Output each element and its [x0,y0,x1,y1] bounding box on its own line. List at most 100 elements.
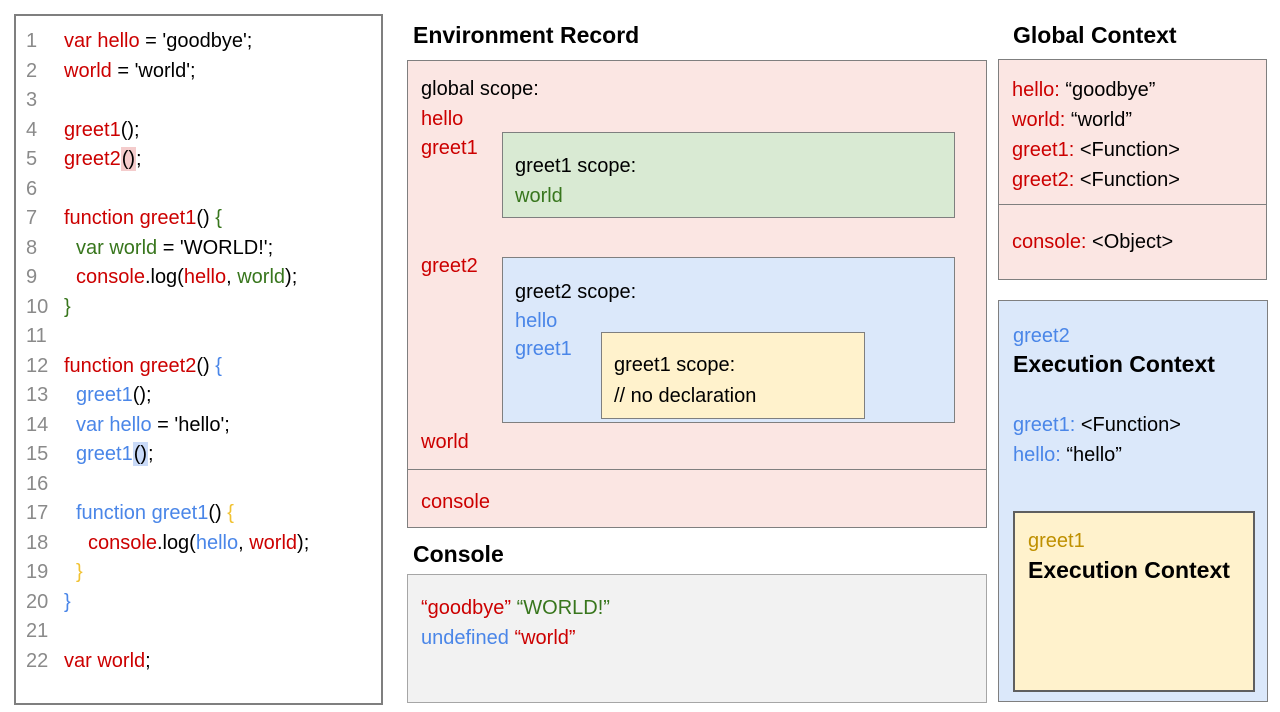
binding-value: <Object> [1086,230,1174,253]
text-segment: .log( [144,266,184,288]
binding-key: greet1: [1013,414,1076,436]
code-text: var hello = 'goodbye'; [64,27,252,57]
binding-key: hello: [1012,79,1060,101]
line-number: 1 [26,30,38,52]
line-number: 17 [26,502,49,524]
text-segment: = 'hello'; [151,413,230,436]
text-segment: undefined [421,627,509,649]
text-segment: ); [297,531,310,554]
global-context-builtins: console: <Object> [999,205,1266,257]
code-line: 21 [16,617,381,647]
greet2-execution-context-box: greet2 Execution Context greet1: <Functi… [998,300,1268,702]
greet2-ec-heading: Execution Context [1013,351,1215,377]
text-segment: console [76,266,145,288]
code-line: 10} [16,293,381,323]
text-segment: , [238,531,250,554]
binding-row: world: “world” [1012,105,1266,135]
code-text: function greet1() { [64,204,222,234]
console-line-2: undefined “world” [421,623,986,653]
global-var-greet1: greet1 [421,137,478,159]
code-text: world = 'world'; [64,57,196,87]
line-number: 3 [26,89,38,111]
line-number: 15 [26,443,49,465]
scope-var: world [515,185,563,207]
binding-value: <Function> [1074,139,1180,161]
text-segment: (); [132,384,152,406]
text-segment: { [215,354,222,377]
console-output-box: “goodbye” “WORLD!” undefined “world” [407,574,987,703]
scope-var: hello [515,309,558,332]
global-var-console: console [421,491,490,513]
text-segment: greet2 [64,148,121,170]
code-text: } [64,293,71,323]
inner-greet1-scope-box: greet1 scope: // no declaration [601,332,865,419]
text-segment: ; [136,148,142,170]
global-var-greet2: greet2 [421,255,478,277]
global-var-hello: hello [421,108,464,130]
console-title: Console [413,541,504,567]
binding-key: console: [1012,230,1087,253]
line-number: 22 [26,649,49,672]
text-segment: .log( [156,531,196,554]
code-text: greet1(); [64,440,154,470]
global-context-vars: hello: “goodbye”world: “world” greet1: <F… [999,60,1266,205]
binding-key: greet2: [1012,169,1075,191]
environment-record-box: global scope: hello greet1 greet2 world … [407,60,987,528]
environment-record-title: Environment Record [413,22,640,48]
text-segment: = 'world'; [111,59,196,82]
line-number: 19 [26,561,49,583]
greet1-ec-name: greet1 [1028,530,1085,552]
text-segment: ; [145,649,151,672]
line-number: 11 [26,325,47,347]
code-line: 11 [16,322,381,352]
text-segment: greet1 [64,118,121,141]
binding-row: hello: “goodbye” [1012,75,1266,105]
binding-row: greet1: <Function> [1013,410,1267,440]
line-number: 5 [26,148,38,170]
binding-key: hello: [1013,444,1061,466]
code-text: } [64,588,71,618]
code-text: } [64,558,83,588]
code-text: console.log(hello, world); [64,529,309,559]
greet1-scope-box: greet1 scope: world [502,132,955,218]
inner-greet1-scope-label: greet1 scope: [614,354,736,376]
text-segment: world [249,531,298,554]
text-segment: ); [285,266,298,288]
greet2-ec-name: greet2 [1013,325,1070,347]
binding-value: <Function> [1075,414,1181,436]
line-number: 10 [26,295,49,318]
line-number: 8 [26,236,38,259]
text-segment: “goodbye” [421,597,512,619]
line-number: 20 [26,590,49,613]
code-line: 1 var hello = 'goodbye'; [16,27,381,57]
global-context-title: Global Context [1013,22,1177,48]
text-segment: } [76,561,83,583]
greet1-execution-context-box: greet1 Execution Context [1013,511,1255,692]
code-text: console.log(hello, world); [64,263,297,293]
binding-key: greet1: [1012,139,1075,161]
global-var-world: world [421,431,469,453]
text-segment: function greet1 [76,502,209,524]
text-segment: hello [195,531,239,554]
text-segment: (); [120,118,140,141]
greet1-scope-label: greet1 scope: [515,155,637,177]
text-segment: , [226,266,238,288]
text-segment: world [64,59,112,82]
text-segment: = 'WORLD!'; [157,236,274,259]
code-text: var world = 'WORLD!'; [64,234,273,264]
code-line: 6 [16,175,381,205]
line-number: 21 [26,620,49,642]
code-line: 15 greet1(); [16,440,381,470]
